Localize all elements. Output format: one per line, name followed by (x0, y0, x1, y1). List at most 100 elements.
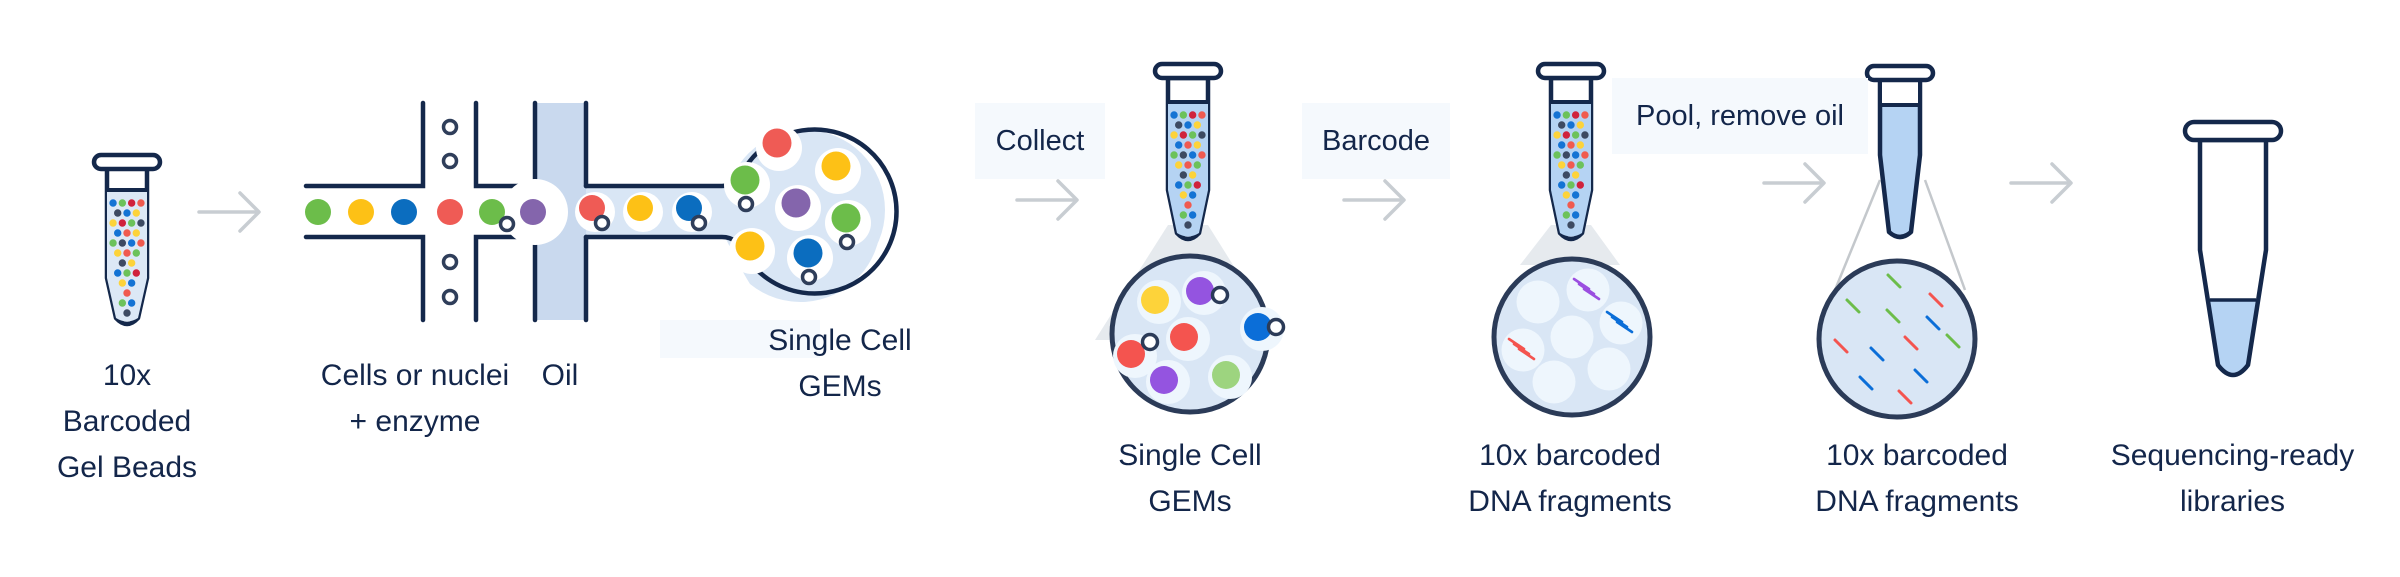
gel-bead (800, 268, 818, 286)
bead-dot (109, 199, 117, 207)
dna-fragment (1925, 315, 1941, 331)
bead-dot (1188, 111, 1197, 119)
dna-fragment (1886, 273, 1902, 289)
label-line: Barcoded (62, 405, 192, 438)
bead-dot (1576, 181, 1585, 189)
step-label-cells: Cells or nuclei + enzyme (300, 353, 530, 445)
bead-dot (127, 259, 136, 267)
cell-dot (1244, 313, 1272, 341)
dna-fragment (1512, 342, 1531, 356)
bead-dot (127, 279, 136, 287)
cell-dot (676, 195, 702, 221)
bead-dot (1188, 151, 1197, 159)
bead-dot (1581, 131, 1589, 139)
step-label-oil: Oil (520, 353, 600, 399)
label-line: Single Cell (1118, 439, 1262, 472)
cell-dot (831, 203, 861, 233)
gem-droplet (1516, 280, 1560, 324)
bead-dot (1567, 221, 1575, 229)
cell-dot (391, 199, 417, 225)
bead-dot (1581, 111, 1589, 119)
bead-dot (1571, 131, 1580, 139)
bead-dot (1193, 181, 1202, 189)
bead-dot (1188, 191, 1197, 199)
bead-dot (1571, 111, 1580, 119)
label-line: libraries (2179, 485, 2286, 518)
bead-dot (1184, 221, 1192, 229)
bead-dot (1553, 111, 1561, 119)
bead-dot (114, 249, 122, 257)
cell-dot (579, 195, 605, 221)
action-pool: Pool, remove oil (1612, 78, 1868, 154)
gel-bead (1210, 285, 1230, 305)
bead-dot (132, 229, 140, 237)
bead-dot (1188, 211, 1197, 219)
action-pool-label: Pool, remove oil (1636, 99, 1844, 132)
label-line: 10x barcoded (1826, 439, 2008, 472)
gel-bead (593, 214, 611, 232)
bead-dot (1170, 111, 1178, 119)
cell-dot (627, 195, 653, 221)
label-line: Single Cell (768, 324, 912, 357)
bead-dot (1562, 111, 1571, 119)
bead-dot (1184, 141, 1192, 149)
gel-bead (737, 195, 755, 213)
bead-dot (1576, 121, 1585, 129)
label-line: 10x barcoded (1479, 439, 1661, 472)
bead-dot (1198, 151, 1206, 159)
dna-fragment (1577, 282, 1596, 296)
collect-arrow-icon (1015, 179, 1079, 221)
dna-fragment (1945, 333, 1961, 349)
bead-dot (1567, 121, 1575, 129)
label-line: DNA fragments (1468, 485, 1672, 518)
microfluidic-chip-icon (303, 100, 899, 323)
label-line: Gel Beads (56, 451, 198, 484)
arrow-right-icon (197, 191, 261, 233)
bead-dot (127, 199, 136, 207)
cell-dot (520, 199, 546, 225)
bead-dot (1179, 151, 1188, 159)
bead-dot (1175, 161, 1183, 169)
final-arrow-icon (2009, 162, 2073, 204)
bead-dot (1571, 171, 1580, 179)
bead-dot (118, 299, 127, 307)
collect-tube-icon (1095, 61, 1286, 415)
bead-dot (1558, 121, 1566, 129)
dna-fragment (1903, 335, 1919, 351)
gel-bead (690, 214, 708, 232)
pool-tube-icon (1816, 63, 1978, 420)
bead-dot (1175, 181, 1183, 189)
barcode-magnifier-circle-icon (1501, 268, 1643, 404)
bead-dot (1179, 171, 1188, 179)
label-line: GEMs (1148, 485, 1232, 518)
bead-dot (1188, 171, 1197, 179)
dna-fragment (1582, 287, 1601, 301)
bead-dot (1188, 131, 1197, 139)
bead-dot (118, 259, 127, 267)
bead-dot (1567, 161, 1575, 169)
step-label-pooled-fragments: 10x barcoded DNA fragments (1797, 433, 2037, 525)
bead-dot (1562, 151, 1571, 159)
cell-dot (437, 199, 463, 225)
bead-dot (123, 209, 131, 217)
bead-dot (118, 199, 127, 207)
gem-magnifier-circle-icon (1113, 271, 1286, 404)
bead-dot (1184, 201, 1192, 209)
bead-dot (1571, 151, 1580, 159)
dna-fragment (1869, 346, 1885, 362)
bead-dot (1179, 211, 1188, 219)
gem-droplet (1587, 347, 1631, 391)
step-label-barcoded-fragments: 10x barcoded DNA fragments (1450, 433, 1690, 525)
bead-dot (1562, 171, 1571, 179)
cell-dot (821, 151, 851, 181)
bead-dot (137, 239, 145, 247)
bead-dot (127, 299, 136, 307)
bead-dot (1581, 151, 1589, 159)
action-barcode: Barcode (1302, 103, 1450, 179)
bead-dot (109, 219, 117, 227)
bead-dot (1198, 111, 1206, 119)
cell-dot (1186, 277, 1214, 305)
bead-dot (109, 239, 117, 247)
bead-dot (1184, 121, 1192, 129)
